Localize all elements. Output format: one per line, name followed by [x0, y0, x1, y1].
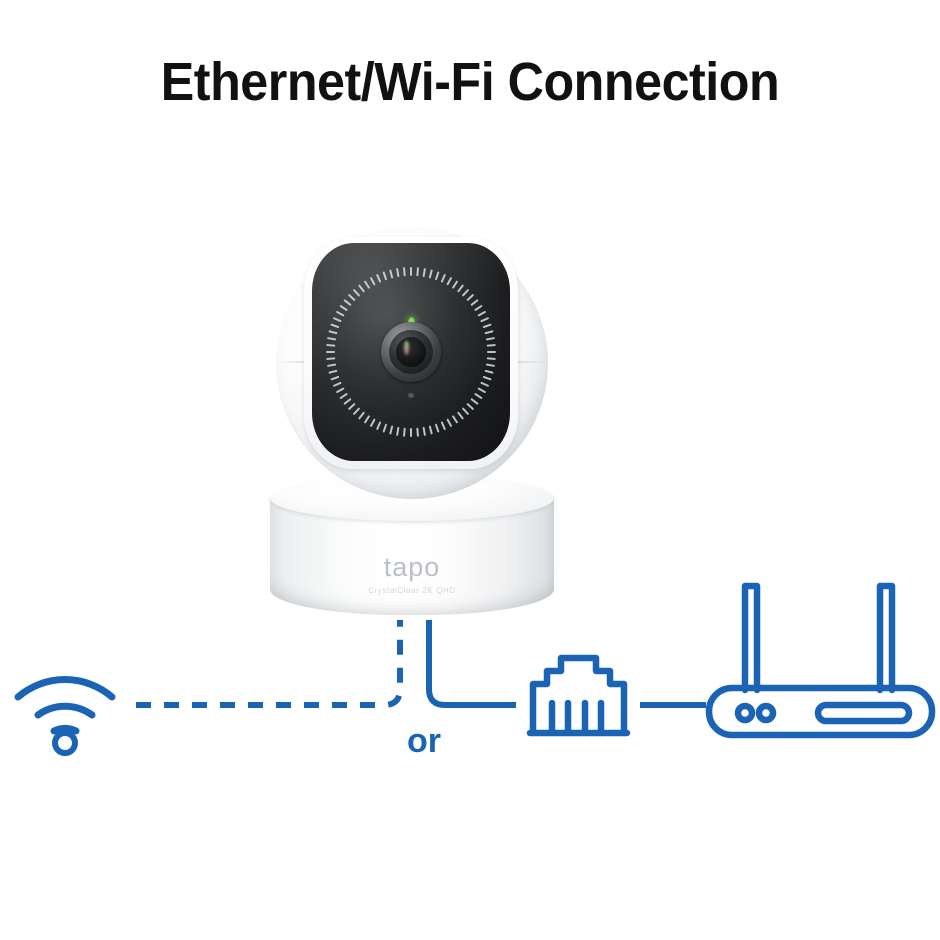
- infrared-led-tick: [451, 280, 459, 289]
- infrared-led-tick: [470, 397, 479, 405]
- infrared-led-tick: [410, 267, 412, 276]
- infrared-led-tick: [328, 330, 338, 335]
- infrared-led-tick: [363, 280, 371, 289]
- infrared-led-tick: [428, 269, 433, 279]
- infrared-led-tick: [330, 323, 340, 329]
- infrared-led-tick: [422, 267, 426, 278]
- infrared-led-tick: [482, 375, 492, 381]
- infrared-led-tick: [434, 271, 440, 281]
- infrared-led-tick: [326, 343, 336, 347]
- infrared-led-tick: [487, 351, 496, 353]
- device-tagline: CrystalClear 2K QHD: [368, 586, 456, 595]
- infrared-led-tick: [410, 428, 412, 437]
- infrared-led-tick: [485, 363, 496, 367]
- infrared-led-tick: [358, 411, 366, 420]
- infrared-led-tick: [474, 304, 483, 312]
- infrared-led-tick: [416, 267, 420, 277]
- infrared-led-tick: [339, 392, 348, 400]
- infrared-led-tick: [352, 288, 361, 297]
- infrared-led-tick: [434, 423, 440, 433]
- infrared-led-tick: [482, 323, 492, 329]
- page-title: Ethernet/Wi-Fi Connection: [160, 52, 780, 112]
- or-label: or: [407, 722, 441, 760]
- infrared-led-tick: [486, 357, 496, 361]
- infrared-led-tick: [446, 276, 453, 286]
- ethernet-connection-path: [426, 620, 516, 708]
- infrared-led-tick: [466, 402, 475, 411]
- camera-lens-glass: [396, 337, 426, 367]
- infrared-led-tick: [477, 387, 487, 394]
- brand-logo-text: tapo: [383, 552, 441, 582]
- infrared-led-tick: [358, 284, 366, 293]
- camera-lens-faceplate: [312, 243, 510, 461]
- infrared-led-tick: [352, 407, 361, 416]
- infrared-led-tick: [474, 392, 483, 400]
- infrared-led-tick: [440, 273, 447, 283]
- infrared-led-tick: [461, 288, 470, 297]
- infrared-led-tick: [369, 418, 376, 428]
- camera-device: tapo CrystalClear 2K QHD: [262, 225, 562, 630]
- infrared-led-tick: [375, 273, 382, 283]
- infrared-led-tick: [451, 415, 459, 424]
- infrared-led-tick: [339, 304, 348, 312]
- infrared-led-tick: [461, 407, 470, 416]
- infrared-led-tick: [332, 316, 342, 323]
- infrared-led-tick: [440, 421, 447, 431]
- infrared-led-tick: [335, 387, 345, 394]
- infrared-led-tick: [326, 357, 336, 361]
- infrared-led-tick: [416, 427, 420, 437]
- infrared-led-tick: [396, 267, 400, 278]
- infrared-led-tick: [330, 375, 340, 381]
- infrared-led-tick: [486, 343, 496, 347]
- infrared-led-tick: [343, 299, 352, 307]
- infrared-led-tick: [466, 293, 475, 302]
- infrared-led-tick: [402, 267, 406, 277]
- infrared-led-tick: [343, 397, 352, 405]
- infrared-led-tick: [480, 381, 490, 388]
- infrared-led-tick: [485, 337, 496, 341]
- infrared-led-tick: [363, 415, 371, 424]
- wifi-connection-path: [136, 620, 403, 708]
- infrared-led-tick: [326, 337, 337, 341]
- infrared-led-tick: [422, 426, 426, 437]
- infrared-led-tick: [402, 427, 406, 437]
- infrared-led-tick: [456, 284, 464, 293]
- infrared-led-tick: [456, 411, 464, 420]
- router-icon: [705, 582, 936, 739]
- infrared-led-tick: [335, 310, 345, 317]
- wifi-icon: [14, 676, 116, 756]
- infrared-led-tick: [428, 425, 433, 435]
- infrared-led-tick: [326, 351, 335, 353]
- lens-flare: [404, 341, 409, 355]
- infrared-led-tick: [328, 369, 338, 374]
- infrared-led-tick: [477, 310, 487, 317]
- infrared-led-tick: [375, 421, 382, 431]
- infrared-led-tick: [480, 316, 490, 323]
- infrared-led-tick: [389, 269, 394, 279]
- infrared-led-tick: [382, 423, 388, 433]
- infrared-led-tick: [369, 276, 376, 286]
- infrared-led-tick: [382, 271, 388, 281]
- infrared-led-tick: [396, 426, 400, 437]
- infrared-led-tick: [484, 369, 494, 374]
- infrared-led-tick: [484, 330, 494, 335]
- infrared-led-tick: [347, 293, 356, 302]
- infrared-led-tick: [332, 381, 342, 388]
- infrared-led-tick: [389, 425, 394, 435]
- ethernet-rj45-icon: [526, 654, 631, 737]
- infrared-led-tick: [446, 418, 453, 428]
- infrared-led-tick: [470, 299, 479, 307]
- infrared-led-tick: [326, 363, 337, 367]
- infrared-led-ring: [326, 267, 496, 437]
- infrared-led-tick: [347, 402, 356, 411]
- microphone-dot: [408, 393, 414, 398]
